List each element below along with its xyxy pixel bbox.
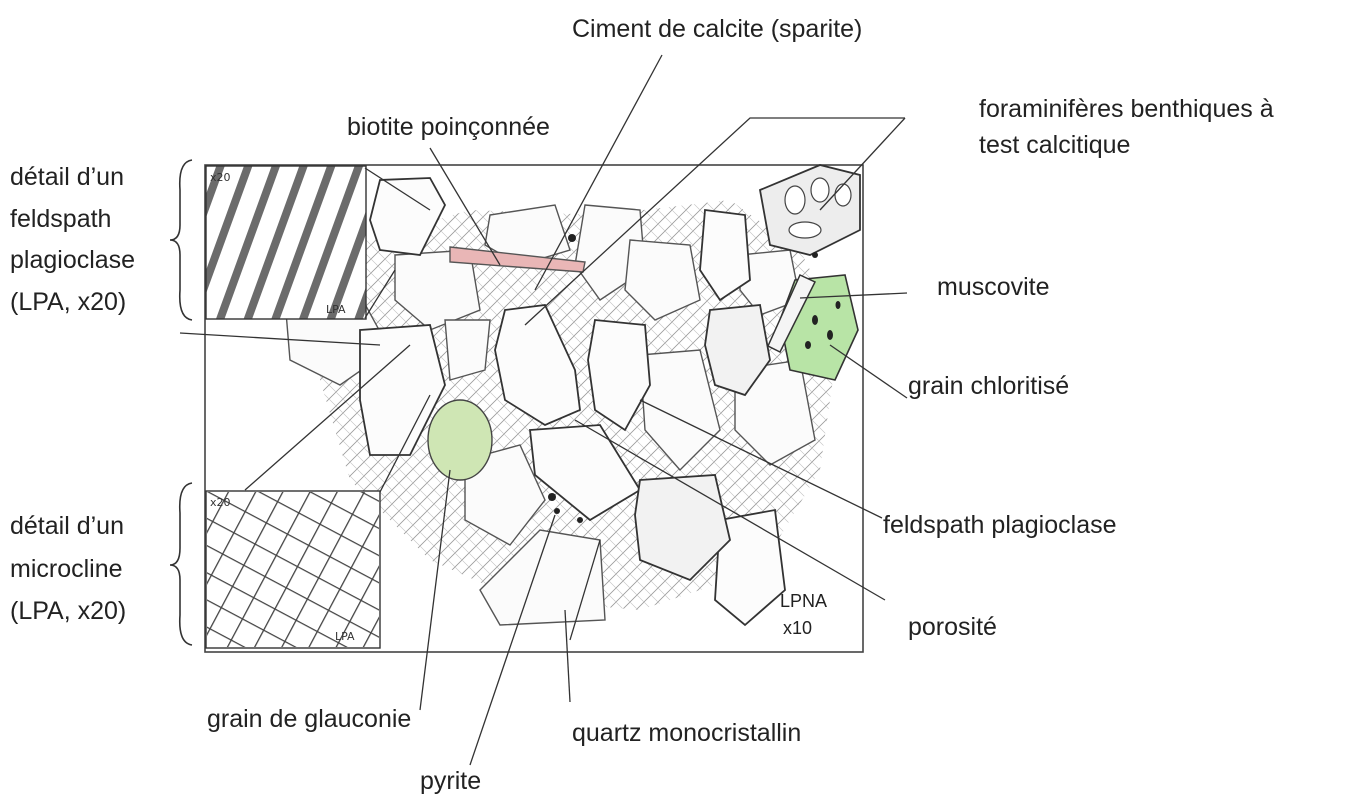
inset-plagioclase-zoom: x20	[210, 171, 231, 184]
label-detail-plagioclase-2: feldspath	[10, 202, 111, 236]
glauconite-grain	[428, 400, 492, 480]
label-porosity: porosité	[908, 610, 997, 644]
label-feldspath-plagioclase: feldspath plagioclase	[883, 508, 1117, 542]
label-detail-plagioclase-3: plagioclase	[10, 243, 135, 277]
label-glauconite: grain de glauconie	[207, 702, 411, 736]
label-chloritized-grain: grain chloritisé	[908, 369, 1069, 403]
label-foraminifera-line2: test calcitique	[979, 128, 1130, 162]
inset-plagioclase-mode: LPA	[326, 303, 346, 316]
label-detail-microcline-2: microcline	[10, 552, 123, 586]
label-detail-microcline-3: (LPA, x20)	[10, 594, 126, 628]
label-calcite-cement: Ciment de calcite (sparite)	[572, 12, 862, 46]
label-detail-plagioclase-4: (LPA, x20)	[10, 285, 126, 319]
label-pyrite: pyrite	[420, 764, 481, 798]
brace-plagioclase	[170, 160, 192, 320]
label-lpna: LPNA	[780, 590, 827, 612]
label-magnification: x10	[783, 617, 812, 639]
inset-plagioclase: x20 LPA	[206, 166, 366, 319]
label-quartz: quartz monocristallin	[572, 716, 801, 750]
grain-quartz	[445, 320, 490, 380]
label-muscovite: muscovite	[937, 270, 1050, 304]
inset-microcline-zoom: x20	[210, 496, 231, 509]
label-biotite: biotite poinçonnée	[347, 110, 550, 144]
brace-microcline	[170, 483, 192, 645]
inset-microcline-mode: LPA	[335, 630, 355, 643]
label-detail-plagioclase-1: détail d’un	[10, 160, 124, 194]
label-foraminifera-line1: foraminifères benthiques à	[979, 92, 1274, 126]
inset-microcline: x20 LPA	[206, 491, 380, 648]
label-detail-microcline-1: détail d’un	[10, 509, 124, 543]
